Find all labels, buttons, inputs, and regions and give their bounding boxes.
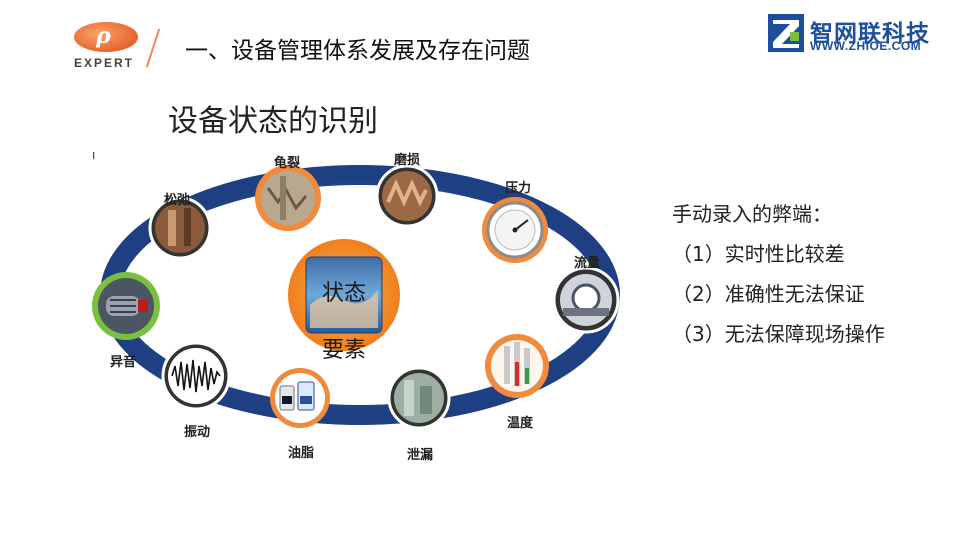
logo-mark-icon: ρ	[96, 23, 111, 49]
logo-oval-icon	[74, 22, 138, 52]
state-elements-diagram: 状态 要素 松弛 龟裂 磨损 压力	[92, 152, 620, 463]
vibration-wave-icon	[171, 359, 221, 393]
brand-logo: 智网联科技 WWW.ZHIOE.COM	[768, 14, 950, 56]
leak-photo-icon	[394, 373, 444, 423]
section-title: 一、设备管理体系发展及存在问题	[185, 38, 530, 64]
node-crack: 龟裂	[255, 155, 321, 231]
slide-title: 设备状态的识别	[168, 104, 378, 139]
node-label-crack: 龟裂	[274, 155, 301, 171]
drawback-item: （2）准确性无法保证	[672, 282, 865, 306]
stray-mark: ı	[92, 148, 96, 162]
node-vibration: 振动	[161, 341, 231, 440]
noise-motor-icon	[98, 278, 154, 334]
center-label-line1: 状态	[322, 281, 366, 306]
node-pressure: 压力	[482, 180, 548, 263]
node-loosening: 松弛	[148, 192, 212, 260]
thermometer-icon	[504, 342, 530, 386]
node-label-loosening: 松弛	[164, 192, 190, 208]
brand-url: WWW.ZHIOE.COM	[810, 39, 922, 53]
node-leak: 泄漏	[387, 366, 451, 463]
node-label-grease: 油脂	[288, 445, 314, 461]
brand-name: 智网联科技	[810, 21, 930, 47]
node-label-noise: 异音	[110, 354, 136, 370]
brand-z-icon	[768, 14, 804, 52]
node-label-pressure: 压力	[505, 180, 531, 196]
bolt-photo-icon	[155, 203, 205, 253]
node-label-wear: 磨损	[394, 152, 420, 168]
center-element: 状态 要素	[288, 239, 400, 363]
node-temperature: 温度	[485, 334, 549, 431]
node-flow: 流量	[552, 255, 620, 334]
node-grease: 油脂	[270, 368, 330, 461]
center-label-line2: 要素	[322, 338, 366, 363]
drawbacks-heading: 手动录入的弊端：	[672, 202, 832, 226]
pressure-gauge-icon	[494, 209, 536, 251]
node-label-vibration: 振动	[184, 424, 210, 440]
expert-logo: ρ EXPERT	[70, 20, 150, 72]
node-label-flow: 流量	[574, 255, 600, 271]
drawback-item: （3）无法保障现场操作	[672, 322, 885, 346]
node-label-temperature: 温度	[507, 415, 534, 431]
node-label-leak: 泄漏	[407, 447, 433, 463]
drawbacks-list: 手动录入的弊端： （1）实时性比较差 （2）准确性无法保证 （3）无法保障现场操…	[672, 194, 885, 354]
node-noise: 异音	[92, 272, 160, 370]
drawback-item: （1）实时性比较差	[672, 242, 845, 266]
flow-meter-icon	[560, 274, 612, 326]
crack-photo-icon	[261, 171, 315, 225]
oil-can-icon	[279, 381, 315, 411]
logo-wordmark: EXPERT	[74, 56, 135, 70]
node-wear: 磨损	[375, 152, 439, 228]
